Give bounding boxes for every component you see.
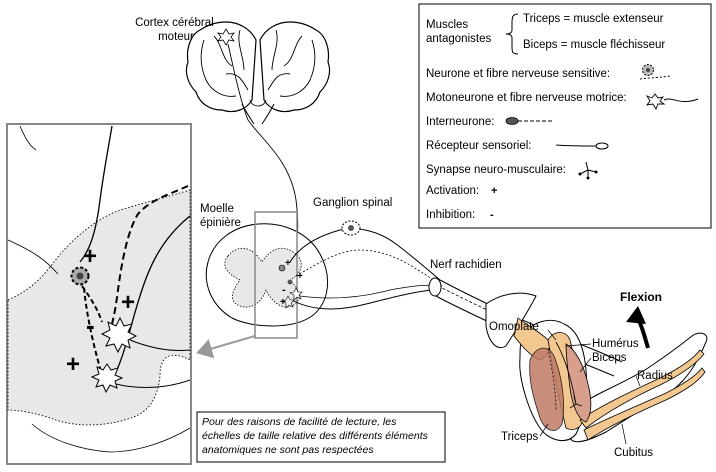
flexion-label: Flexion: [620, 290, 662, 304]
legend-triceps: Triceps = muscle extenseur: [523, 13, 664, 25]
zoom-panel: [6, 123, 192, 465]
biceps-label: Biceps: [592, 352, 627, 364]
receptor-icon: [555, 142, 609, 150]
legend-motoneuron: Motoneurone et fibre nerveuse motrice:: [426, 92, 627, 104]
legend-box: [418, 3, 712, 229]
cord-plus-2: +: [297, 271, 303, 282]
cord-neurons: [278, 264, 303, 309]
note-box: [196, 411, 446, 463]
cord-minus-1: -: [282, 284, 286, 296]
arm-synapse: [569, 395, 583, 409]
cubitus-label: Cubitus: [614, 447, 653, 459]
legend-synapse: Synapse neuro-musculaire:: [426, 164, 566, 176]
ventral-root: [291, 289, 433, 310]
synapse-icon: [578, 161, 598, 180]
motoneuron-icon: [645, 93, 699, 111]
legend-brace: [505, 13, 519, 55]
ganglion: [341, 220, 361, 236]
legend-activation: Activation:: [426, 185, 479, 197]
humerus-label: Humérus: [592, 338, 639, 350]
cortex-motoneuron: [217, 28, 235, 46]
flexion-arrowhead: [626, 306, 646, 324]
legend-inhibition: Inhibition:: [426, 209, 475, 221]
zoom-arrow: [196, 335, 256, 359]
cord-plus-1: +: [285, 258, 291, 269]
label-leaders: [539, 329, 641, 445]
cortex-label: Cortex cérébral moteur: [135, 17, 217, 43]
brain: [185, 21, 331, 125]
sensory-neuron-icon: [639, 64, 671, 80]
triceps-label: Triceps: [501, 431, 539, 443]
zoom-plus-right: +: [121, 289, 135, 316]
dorsal-root: [289, 228, 441, 281]
omoplate-label: Omoplate: [489, 321, 539, 333]
cubitus-bone: [583, 367, 706, 441]
legend-activation-symbol: +: [491, 185, 497, 197]
zoom-plus-top: +: [83, 243, 97, 270]
zoom-plus-bottom: +: [66, 351, 80, 378]
interneuron-icon: [505, 117, 552, 125]
moelle-label: Moelle épinière: [200, 203, 241, 229]
ganglion-label: Ganglion spinal: [313, 197, 392, 209]
radius-label: Radius: [637, 370, 673, 382]
zoom-minus: -: [86, 310, 95, 340]
legend-sensory-neuron: Neurone et fibre nerveuse sensitive:: [426, 68, 610, 80]
biceps-muscle: [565, 343, 592, 423]
nerf-label: Nerf rachidien: [430, 259, 502, 271]
legend-receptor: Récepteur sensoriel:: [426, 140, 531, 152]
legend-biceps: Biceps = muscle fléchisseur: [523, 39, 665, 51]
cord-plus-3: +: [280, 297, 286, 308]
arm-sensory-nerve: [547, 347, 557, 411]
note-text: Pour des raisons de facilité de lecture,…: [202, 416, 431, 456]
legend-inhibition-symbol: -: [490, 209, 494, 221]
legend-muscles-label: Muscles antagonistes: [426, 19, 491, 45]
radius-bone: [579, 349, 705, 429]
spinal-cord: [205, 223, 329, 327]
legend-interneuron: Interneurone:: [426, 116, 494, 128]
